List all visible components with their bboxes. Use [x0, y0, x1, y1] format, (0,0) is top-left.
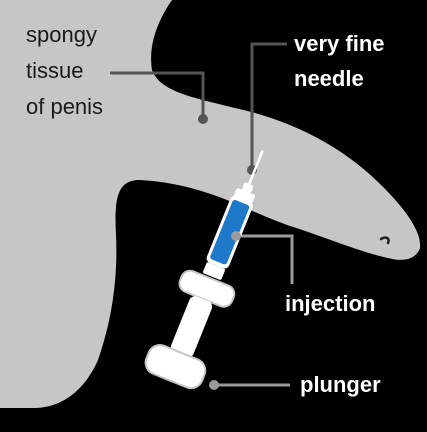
needle-label: very fine needle: [294, 31, 385, 92]
plunger-leader-dot: [209, 380, 219, 390]
needle-label-line-1: very fine: [294, 31, 385, 57]
injection-label: injection: [285, 291, 375, 317]
spongy-tissue-label: spongy tissue of penis: [26, 22, 103, 120]
tissue-leader-dot: [198, 114, 208, 124]
injection-leader-dot: [231, 231, 241, 241]
spongy-tissue-label-line-2: tissue: [26, 58, 103, 84]
plunger-label: plunger: [300, 372, 381, 398]
needle-label-line-2: needle: [294, 66, 385, 92]
spongy-tissue-label-line-3: of penis: [26, 94, 103, 120]
spongy-tissue-label-line-1: spongy: [26, 22, 103, 48]
